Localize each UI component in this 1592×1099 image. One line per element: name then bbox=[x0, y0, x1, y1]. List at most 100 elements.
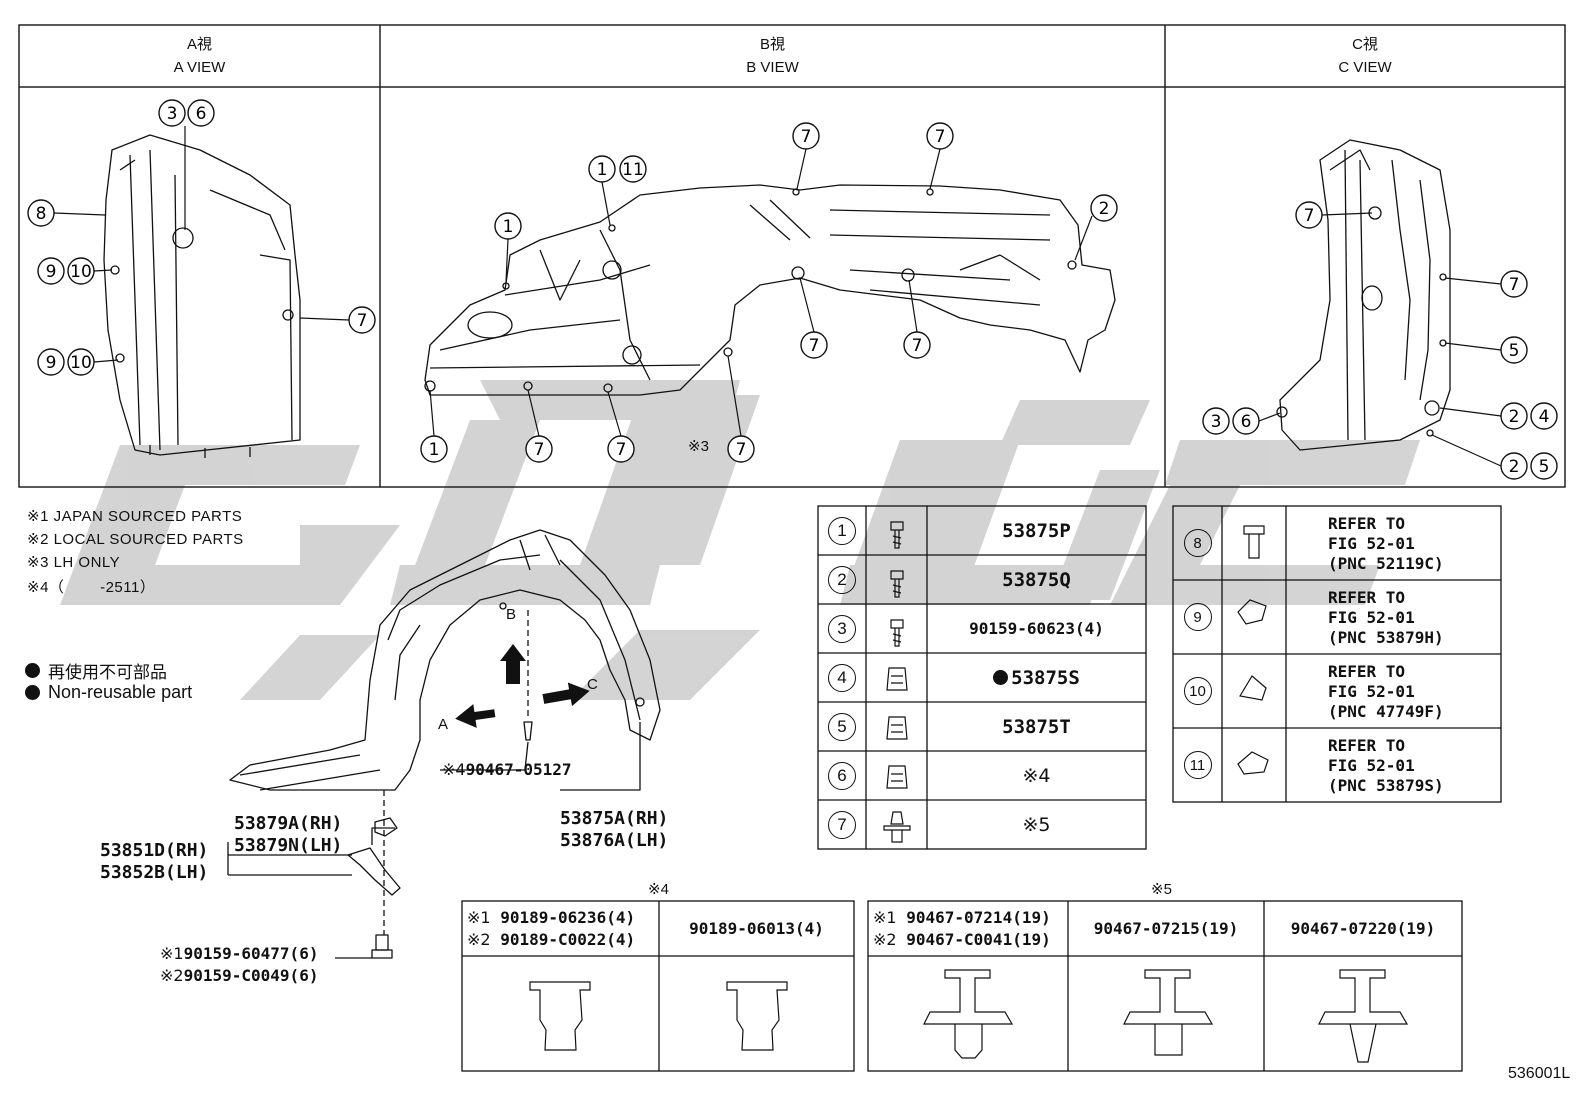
callout-a-view-7: 10 bbox=[67, 348, 95, 376]
leader-line bbox=[93, 359, 119, 363]
callout-b-view-2: 11 bbox=[619, 155, 647, 183]
svg-text:1: 1 bbox=[429, 440, 440, 460]
refer-row-number: 8 bbox=[1173, 506, 1222, 580]
callout-c-view-3: 5 bbox=[1500, 336, 1528, 364]
bolt-2-marker: ※2 bbox=[160, 966, 184, 985]
table4-col1-row2: ※2 90189-C0022(4) bbox=[467, 930, 635, 949]
refer-line: REFER TO bbox=[1328, 588, 1406, 607]
row-number-text: 9 bbox=[1193, 608, 1202, 626]
refer-line: REFER TO bbox=[1328, 662, 1406, 681]
svg-text:9: 9 bbox=[46, 262, 57, 282]
svg-text:3: 3 bbox=[167, 104, 178, 124]
svg-text:7: 7 bbox=[912, 336, 923, 356]
callout-c-view-1: 7 bbox=[1295, 201, 1323, 229]
legend-jp: 再使用不可部品 bbox=[48, 663, 167, 682]
callout-b-view-9: 1 bbox=[420, 435, 448, 463]
callout-b-view-6: 2 bbox=[1090, 194, 1118, 222]
svg-text:7: 7 bbox=[1509, 275, 1520, 295]
svg-text:6: 6 bbox=[1241, 412, 1252, 432]
table4-col2: 90189-06013(4) bbox=[689, 919, 824, 938]
row-number-circle: 11 bbox=[1183, 751, 1212, 779]
callout-c-view-9: 5 bbox=[1530, 452, 1558, 480]
callout-a-view-5: 10 bbox=[67, 257, 95, 285]
screw-icon bbox=[890, 570, 904, 598]
bracket-a-lh: 53879N(LH) bbox=[234, 835, 343, 856]
leader-line bbox=[53, 212, 106, 216]
refer-line: REFER TO bbox=[1328, 514, 1406, 533]
table5-title: ※5 bbox=[1151, 881, 1172, 898]
clip-nut-icon bbox=[529, 981, 591, 1051]
table5-col1-row1-pn: 90467-07214(19) bbox=[906, 908, 1051, 927]
rivet-icon bbox=[1243, 525, 1265, 559]
filled-dot-icon bbox=[993, 670, 1009, 685]
callout-a-view-4: 9 bbox=[37, 257, 65, 285]
leader-line bbox=[93, 269, 113, 272]
row-number-text: 2 bbox=[837, 569, 847, 589]
b-view-liner-drawing bbox=[424, 184, 1116, 396]
callout-c-view-5: 6 bbox=[1232, 407, 1260, 435]
svg-text:2: 2 bbox=[1509, 457, 1520, 477]
refer-line: FIG 52-01 bbox=[1328, 608, 1415, 627]
table4-col1-row2-marker: ※2 bbox=[467, 930, 491, 949]
row-number-text: 8 bbox=[1193, 534, 1202, 552]
bolt-2: ※290159-C0049(6) bbox=[160, 966, 318, 985]
leader-line bbox=[601, 181, 611, 226]
b-view-en: B VIEW bbox=[746, 59, 799, 76]
screw-icon bbox=[890, 521, 904, 549]
parts-row-part: ※5 bbox=[927, 800, 1146, 849]
part-number: 53875Q bbox=[1002, 568, 1071, 591]
legend-en: Non-reusable part bbox=[48, 682, 193, 702]
callout-a-view-8: 7 bbox=[348, 306, 376, 334]
leader-line bbox=[1439, 407, 1502, 417]
svg-text:11: 11 bbox=[622, 160, 644, 180]
callout-b-view-4: 7 bbox=[792, 122, 820, 150]
leader-line bbox=[1431, 434, 1502, 467]
table4-col1-row1-pn: 90189-06236(4) bbox=[500, 908, 636, 927]
svg-text:7: 7 bbox=[809, 336, 820, 356]
refer-row-number: 11 bbox=[1173, 728, 1222, 802]
svg-text:6: 6 bbox=[196, 104, 207, 124]
callout-c-view-2: 7 bbox=[1500, 270, 1528, 298]
a-view-header: A視 A VIEW bbox=[19, 33, 380, 79]
arrow-c-label: C bbox=[587, 676, 598, 693]
row-number-circle: 6 bbox=[828, 761, 856, 790]
row-number-text: 3 bbox=[837, 618, 847, 638]
refer-line: (PNC 52119C) bbox=[1328, 554, 1444, 573]
b-view-header: B視 B VIEW bbox=[380, 33, 1165, 79]
svg-text:7: 7 bbox=[1304, 206, 1315, 226]
parts-row-number: 2 bbox=[818, 555, 866, 604]
refer-line: FIG 52-01 bbox=[1328, 534, 1415, 553]
c-view-header: C視 C VIEW bbox=[1165, 33, 1565, 79]
callout-a-view-3: 8 bbox=[27, 199, 55, 227]
a-view-en: A VIEW bbox=[173, 59, 226, 76]
callout-b-view-12: 7 bbox=[727, 435, 755, 463]
parts-row-part: 53875P bbox=[927, 506, 1146, 555]
leader-line bbox=[1444, 342, 1502, 351]
row-number-text: 11 bbox=[1189, 756, 1206, 774]
bracket-b-rh: 53851D(RH) bbox=[100, 840, 209, 861]
row-number-circle: 1 bbox=[828, 516, 856, 545]
table5-col1-row1-marker: ※1 bbox=[873, 908, 897, 927]
figure-id: 536001L bbox=[1508, 1065, 1571, 1082]
c-view-liner-drawing bbox=[1276, 139, 1451, 451]
callout-b-view-10: 7 bbox=[525, 435, 553, 463]
callout-b-view-7: 7 bbox=[800, 331, 828, 359]
svg-text:7: 7 bbox=[357, 311, 368, 331]
clip-label: ※490467-05127 bbox=[442, 760, 572, 779]
note-2: ※2 LOCAL SOURCED PARTS bbox=[27, 531, 244, 548]
part-number: 53875P bbox=[1002, 519, 1071, 542]
part-number: 53875S bbox=[1011, 666, 1080, 689]
callout-b-view-11: 7 bbox=[607, 435, 635, 463]
nut-icon bbox=[886, 765, 908, 789]
callout-c-view-6: 2 bbox=[1500, 402, 1528, 430]
legend-en-row: Non-reusable part bbox=[25, 682, 192, 703]
parts-row-number: 6 bbox=[818, 751, 866, 800]
clip-nut-icon bbox=[726, 981, 788, 1051]
row-number-circle: 7 bbox=[828, 810, 856, 839]
liner-rh: 53875A(RH) bbox=[560, 808, 669, 829]
leader-line bbox=[607, 391, 622, 437]
table-grids bbox=[461, 505, 1502, 1072]
bolt-1: ※190159-60477(6) bbox=[160, 944, 318, 963]
